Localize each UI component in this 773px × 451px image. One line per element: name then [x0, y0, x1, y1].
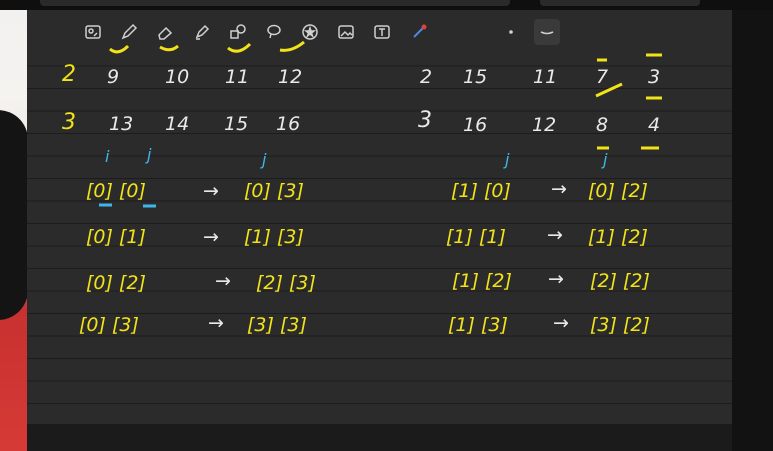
matrix-cell: 16	[276, 113, 301, 135]
matrix-cell: 8	[596, 114, 609, 136]
mapping-from: [0] [0]	[86, 180, 146, 202]
webcam-overlay	[0, 10, 27, 451]
star-icon[interactable]	[297, 19, 323, 45]
stroke-width-icon[interactable]	[533, 19, 561, 45]
index-label-j: j	[603, 150, 608, 169]
matrix-cell: 11	[225, 66, 250, 88]
matrix-cell: 3	[648, 66, 661, 88]
pen-icon[interactable]	[116, 19, 142, 45]
matrix-cell: 15	[463, 66, 488, 88]
drawing-toolbar	[80, 18, 570, 46]
mapping-from: [1] [3]	[448, 314, 508, 336]
mapping-to: [0] [2]	[588, 180, 648, 202]
mapping-to: [0] [3]	[244, 180, 304, 202]
shapes-icon[interactable]	[225, 19, 251, 45]
presenter-image	[0, 110, 27, 320]
laser-pointer-icon[interactable]	[406, 19, 432, 45]
matrix-cell: 7	[596, 66, 609, 88]
mapping-arrow: →	[553, 312, 569, 334]
mapping-arrow: →	[551, 178, 567, 200]
mapping-from: [0] [2]	[86, 272, 146, 294]
browser-bar-secondary	[540, 0, 700, 6]
index-label-j: j	[147, 145, 152, 164]
mapping-arrow: →	[547, 224, 563, 246]
row-label: 2	[62, 62, 76, 87]
matrix-cell: 14	[165, 113, 190, 135]
mapping-arrow: →	[215, 270, 231, 292]
browser-bar	[40, 0, 510, 6]
mapping-from: [1] [1]	[446, 226, 506, 248]
mapping-arrow: →	[203, 180, 219, 202]
right-panel	[732, 10, 773, 451]
matrix-cell: 13	[109, 113, 134, 135]
top-strip	[0, 0, 773, 10]
mapping-arrow: →	[208, 312, 224, 334]
mapping-to: [3] [3]	[247, 314, 307, 336]
matrix-cell: 12	[278, 66, 303, 88]
canvas-footer	[27, 424, 732, 451]
mapping-from: [1] [2]	[452, 270, 512, 292]
dot-icon[interactable]	[498, 19, 524, 45]
matrix-cell: 9	[107, 66, 120, 88]
mapping-to: [2] [3]	[256, 272, 316, 294]
mapping-to: [1] [3]	[244, 226, 304, 248]
mapping-from: [0] [1]	[86, 226, 146, 248]
image-icon[interactable]	[333, 19, 359, 45]
index-label-j: j	[262, 150, 267, 169]
mapping-from: [1] [0]	[451, 180, 511, 202]
matrix-cell: 10	[165, 66, 190, 88]
mapping-to: [1] [2]	[588, 226, 648, 248]
text-icon[interactable]	[369, 19, 395, 45]
mapping-arrow: →	[548, 268, 564, 290]
matrix-cell: 16	[463, 114, 488, 136]
mapping-to: [2] [2]	[590, 270, 650, 292]
ruled-lines	[27, 44, 732, 424]
row-label: 3	[62, 110, 76, 135]
matrix-cell: 15	[224, 113, 249, 135]
index-label-j: j	[505, 150, 510, 169]
index-label-i: i	[105, 147, 110, 166]
highlighter-icon[interactable]	[189, 19, 215, 45]
matrix-cell: 11	[533, 66, 558, 88]
mapping-arrow: →	[203, 226, 219, 248]
image-ocr-icon[interactable]	[80, 19, 106, 45]
matrix-cell: 12	[532, 114, 557, 136]
matrix-cell: 4	[648, 114, 661, 136]
lasso-icon[interactable]	[261, 19, 287, 45]
eraser-icon[interactable]	[152, 19, 178, 45]
row-label: 2	[420, 66, 433, 88]
mapping-to: [3] [2]	[590, 314, 650, 336]
row-label: 3	[418, 108, 432, 133]
mapping-from: [0] [3]	[79, 314, 139, 336]
